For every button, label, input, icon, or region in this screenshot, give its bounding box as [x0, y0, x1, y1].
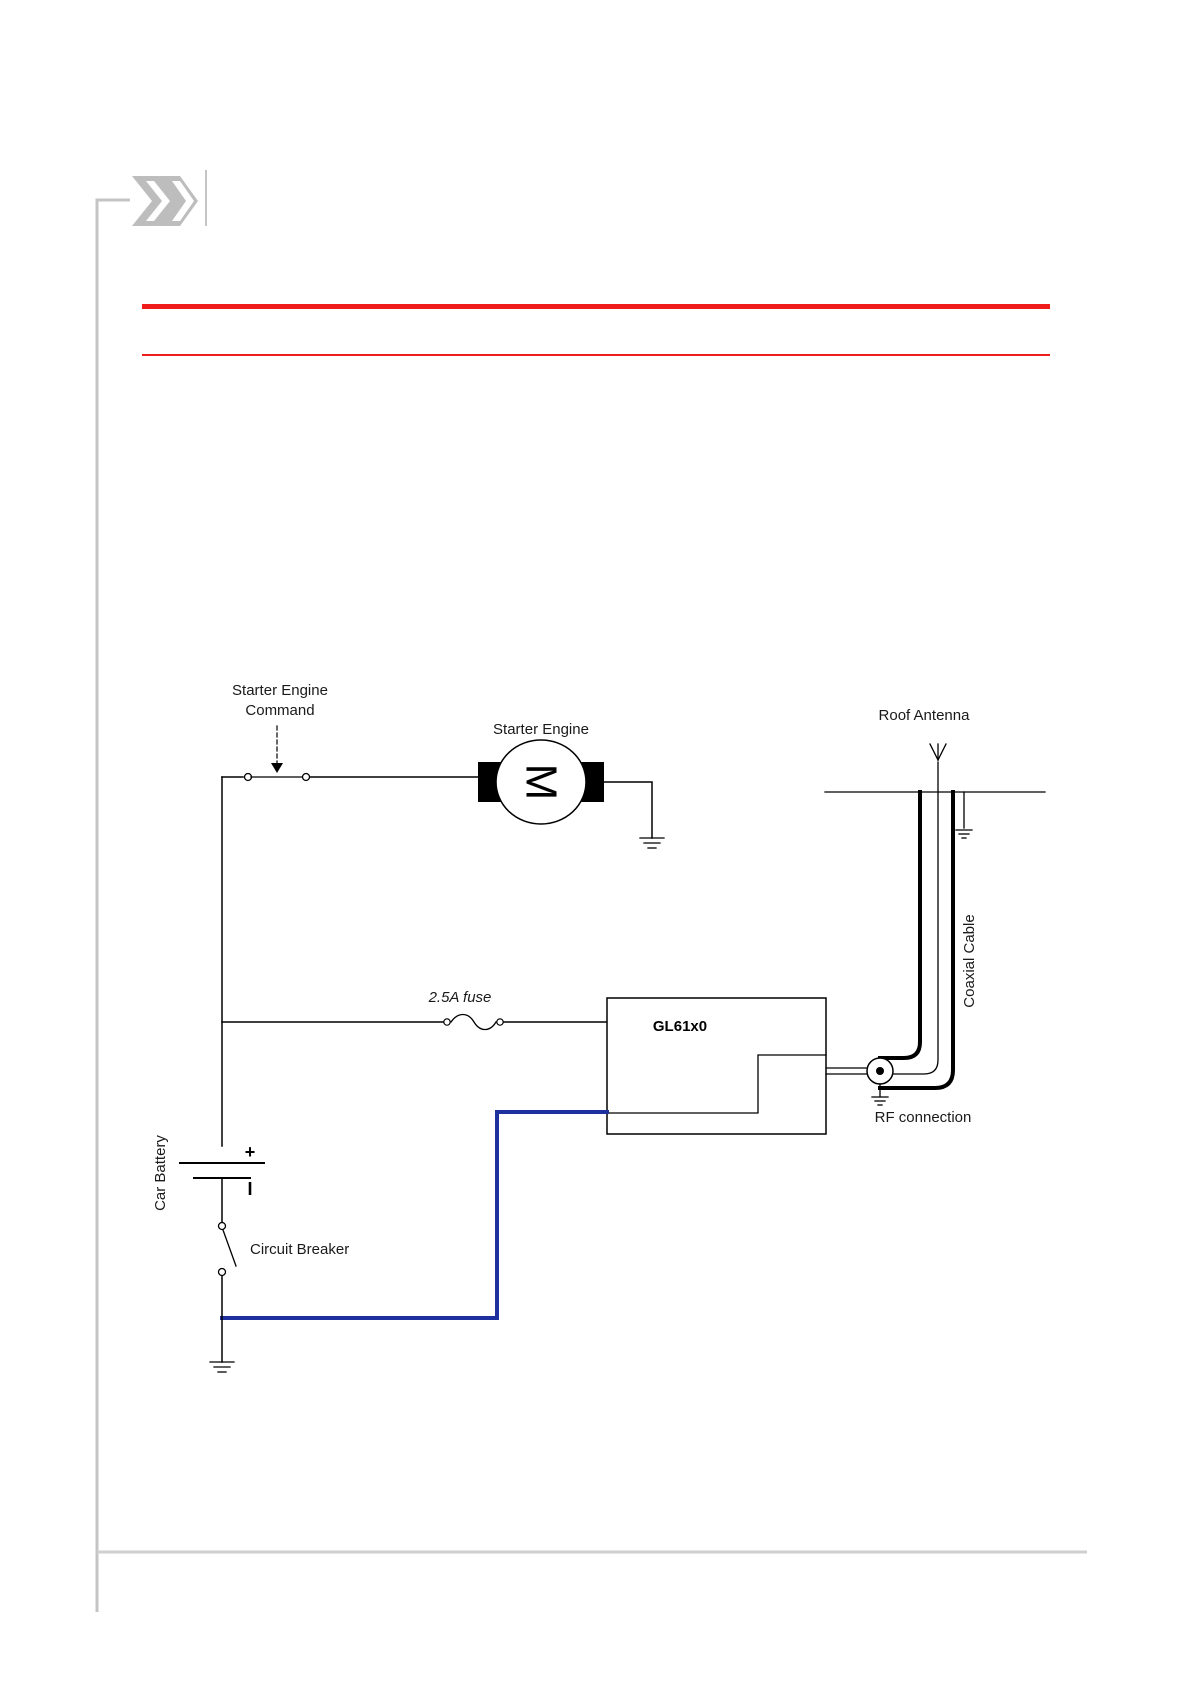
label-module: GL61x0	[653, 1018, 707, 1035]
label-roof-antenna: Roof Antenna	[879, 707, 971, 724]
double-chevron-right-icon	[132, 176, 198, 226]
label-car-battery: Car Battery	[152, 1135, 169, 1211]
title-rule-thick	[142, 304, 1050, 309]
command-switch-contact-right	[303, 774, 310, 781]
battery-ground-icon	[210, 1362, 234, 1372]
starter-ground-icon	[640, 838, 664, 848]
roof-antenna-icon	[930, 744, 946, 760]
title-rule-thin	[142, 354, 1050, 356]
left-margin-line	[97, 200, 130, 1612]
label-battery-minus: I	[247, 1179, 252, 1199]
rf-connector-icon	[867, 1058, 893, 1105]
starter-engine-motor: M	[478, 740, 604, 824]
label-fuse: 2.5A fuse	[428, 989, 492, 1006]
label-starter-command-line1: Starter Engine	[232, 682, 328, 699]
car-battery-symbol	[180, 1163, 264, 1178]
antenna-ground-icon	[956, 830, 972, 838]
coaxial-cable	[880, 762, 953, 1088]
fuse-symbol	[444, 1015, 503, 1030]
ground-return-wire	[222, 1112, 607, 1318]
circuit-breaker-switch	[219, 1223, 237, 1276]
label-rf-connection: RF connection	[875, 1109, 972, 1126]
label-coaxial-cable: Coaxial Cable	[961, 914, 978, 1007]
wiring-diagram: M	[152, 682, 1045, 1372]
label-battery-plus: +	[245, 1142, 256, 1162]
label-starter-command-line2: Command	[245, 702, 314, 719]
label-starter-engine: Starter Engine	[493, 721, 589, 738]
label-circuit-breaker: Circuit Breaker	[250, 1241, 349, 1258]
motor-symbol: M	[517, 764, 566, 801]
